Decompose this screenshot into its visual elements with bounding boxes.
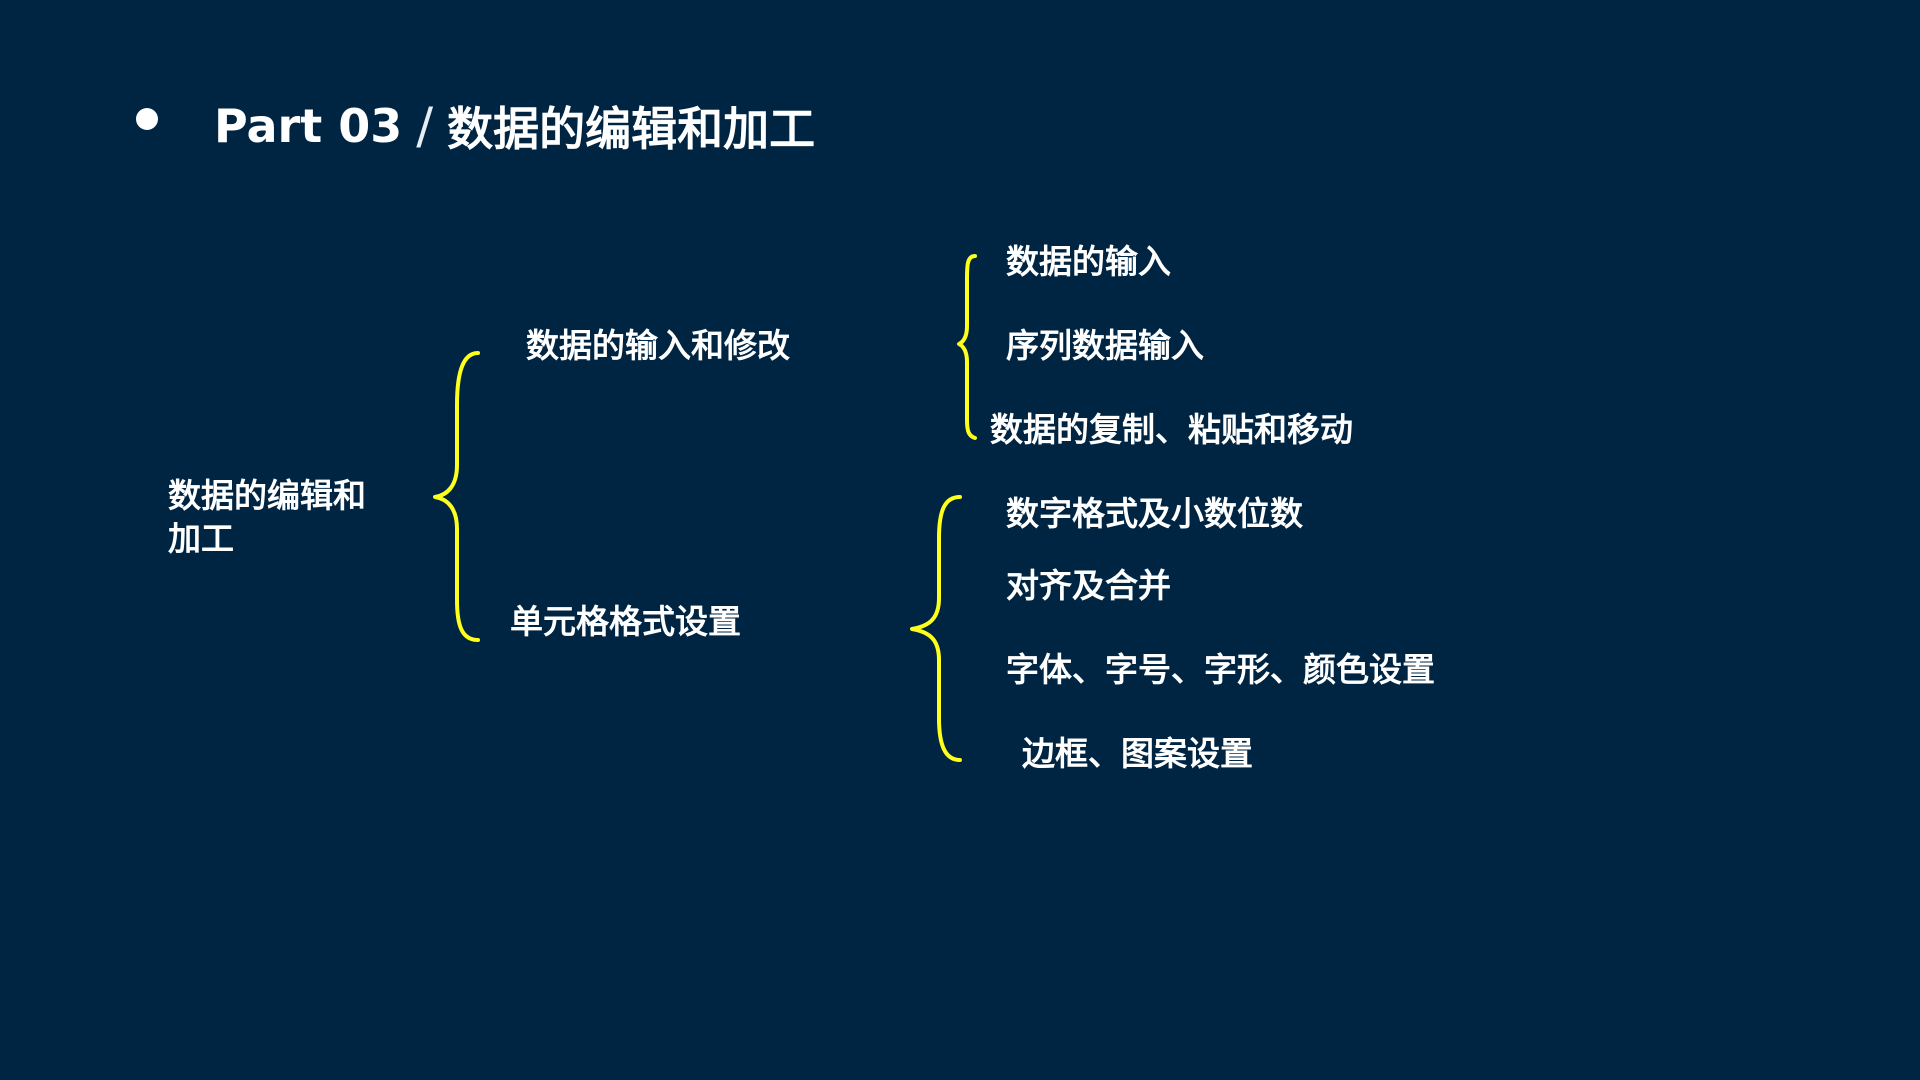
branch-2-child-3: 字体、字号、字形、颜色设置 [1006, 650, 1435, 689]
branch-1-label: 数据的输入和修改 [526, 326, 790, 365]
root-brace [433, 351, 480, 642]
title-text: 数据的编辑和加工 [447, 102, 816, 156]
branch-2-label: 单元格格式设置 [510, 602, 741, 641]
branch-2-child-4: 边框、图案设置 [1022, 734, 1253, 773]
branch-2-child-2: 对齐及合并 [1006, 566, 1171, 605]
root-node-label: 数据的编辑和加工 [168, 476, 366, 558]
title-part: Part 03 [214, 99, 403, 153]
branch-2-child-1: 数字格式及小数位数 [1006, 494, 1303, 533]
title-bullet [136, 108, 158, 130]
slide-title: Part 03 / 数据的编辑和加工 [214, 96, 815, 156]
title-separator: / [416, 97, 434, 155]
branch-1-child-3: 数据的复制、粘贴和移动 [990, 410, 1353, 449]
branch-1-child-2: 序列数据输入 [1006, 326, 1204, 365]
branch-1-brace [957, 254, 977, 440]
branch-2-brace [910, 495, 962, 762]
branch-1-child-1: 数据的输入 [1006, 242, 1171, 281]
